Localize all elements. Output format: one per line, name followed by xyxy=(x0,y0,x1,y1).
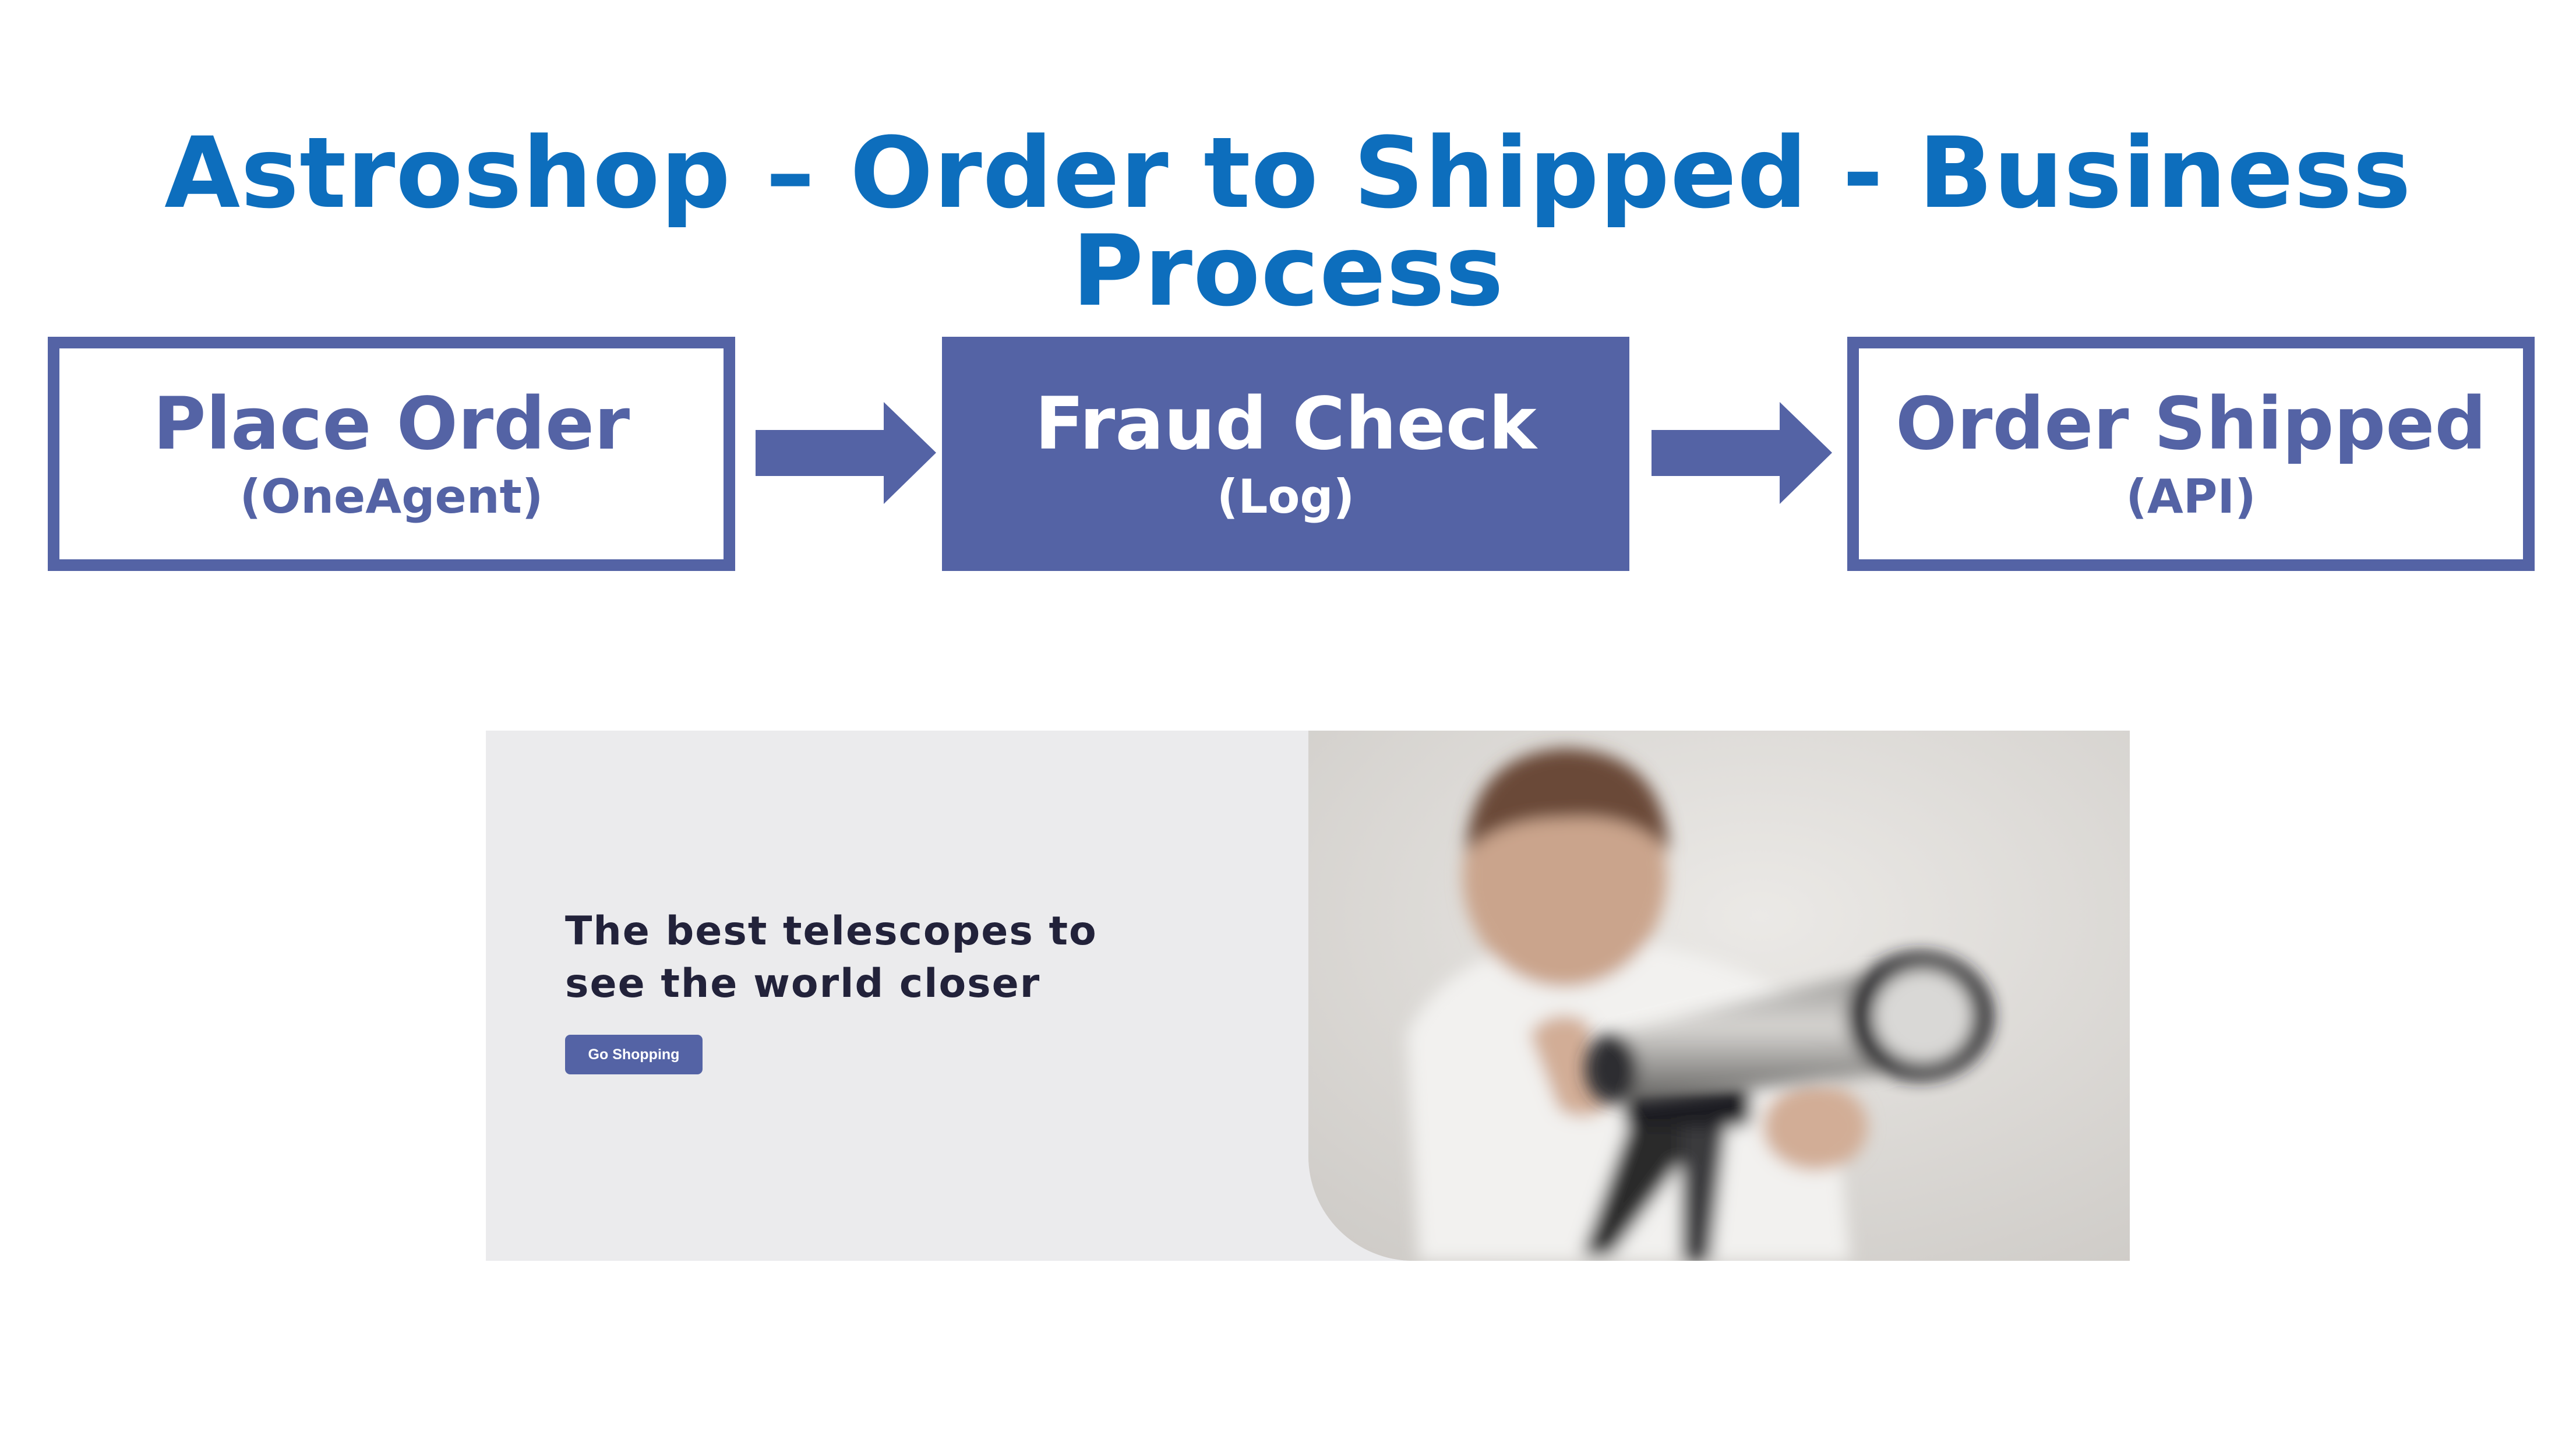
step-sublabel: (OneAgent) xyxy=(239,470,544,524)
telescope-image-icon xyxy=(1308,731,2130,1261)
go-shopping-button[interactable]: Go Shopping xyxy=(565,1035,703,1074)
headline-line: see the world closer xyxy=(565,960,1041,1007)
process-step-fraud-check: Fraud Check (Log) xyxy=(942,337,1629,571)
step-label: Fraud Check xyxy=(1035,382,1537,466)
step-label: Place Order xyxy=(153,382,630,466)
hero-banner: The best telescopes to see the world clo… xyxy=(486,731,2130,1261)
child-with-telescope-photo xyxy=(1308,731,2130,1261)
page-title: Astroshop – Order to Shipped - Business … xyxy=(164,115,2412,328)
headline-line: The best telescopes to xyxy=(565,908,1098,954)
arrow-right-icon xyxy=(1652,402,1832,504)
step-label: Order Shipped xyxy=(1895,382,2487,466)
banner-headline: The best telescopes to see the world clo… xyxy=(565,905,1235,1010)
arrow-right-icon xyxy=(756,402,936,504)
process-step-place-order: Place Order (OneAgent) xyxy=(48,337,735,571)
process-step-order-shipped: Order Shipped (API) xyxy=(1847,337,2535,571)
step-sublabel: (Log) xyxy=(1216,470,1355,524)
step-sublabel: (API) xyxy=(2126,470,2256,524)
